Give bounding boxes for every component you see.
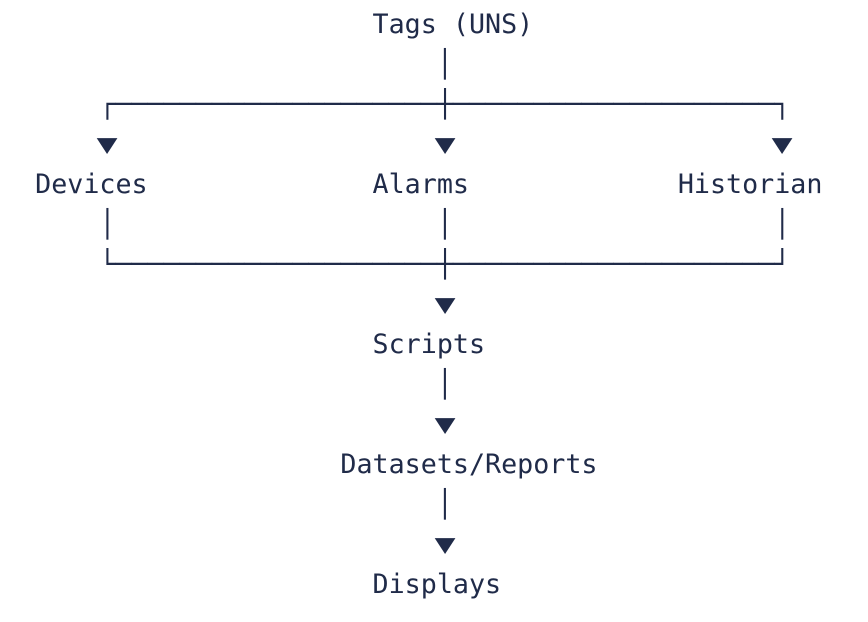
diagram-line-connector: │ [3,49,453,80]
diagram-line-connector: │ │ │ [3,209,791,240]
down-arrow-icon: ▼ [434,529,456,560]
diagram-line-displays: Displays [3,569,502,600]
diagram-line-tags: Tags (UNS) [3,9,534,40]
diagram-line-connector: │ [3,369,453,400]
diagram-line-datasets-reports: Datasets/Reports [3,449,598,480]
diagram-line-devices-alarms-historian: Devices Alarms Historian [3,169,823,200]
diagram-line-merge-arrow: ▼ [3,285,822,325]
down-arrow-icon: ▼ [771,129,793,160]
diagram-line-scripts: Scripts [3,329,486,360]
down-arrow-icon: ▼ [434,409,456,440]
diagram-line-branch-top: ┌────────────────────┼──────────────────… [3,89,791,120]
down-arrow-icon: ▼ [434,129,456,160]
uns-flow-diagram: Tags (UNS) │ ┌────────────────────┼─────… [3,5,822,605]
diagram-line-arrow: ▼ [3,405,822,445]
diagram-line-connector: │ [3,489,453,520]
diagram-line-branch-bottom: └────────────────────┼──────────────────… [3,249,791,280]
down-arrow-icon: ▼ [434,289,456,320]
diagram-line-arrow: ▼ [3,525,822,565]
down-arrow-icon: ▼ [96,129,118,160]
diagram-line-branch-arrows: ▼ ▼ ▼ [3,125,822,165]
